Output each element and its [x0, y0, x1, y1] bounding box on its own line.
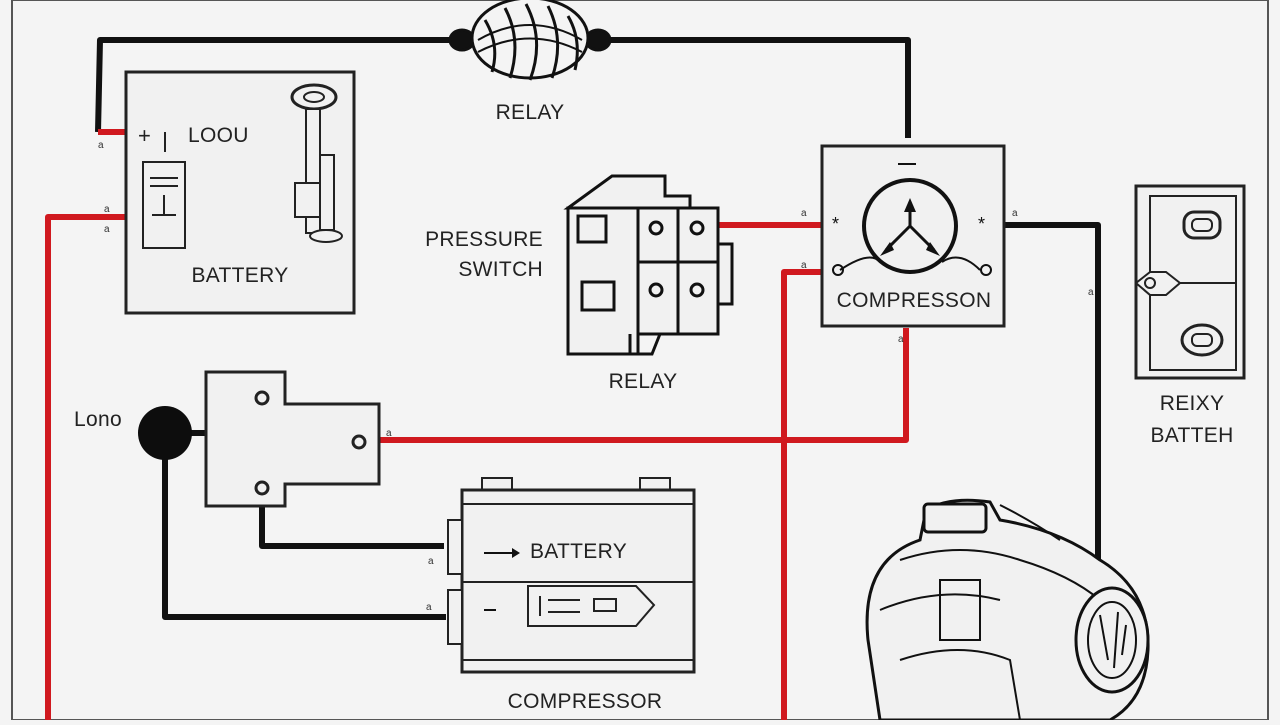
top-battery: + — [124, 70, 356, 315]
battery-bottom-label: BATTERY — [530, 540, 628, 563]
terminal-marks: aaa aaa aaa aa — [98, 140, 1094, 613]
compressor-box: * * — [820, 144, 1006, 328]
wire-compressor-down-rail — [781, 269, 822, 720]
battery-connector-icon — [527, 585, 656, 627]
svg-text:a: a — [1012, 208, 1018, 219]
terminal-icon-bottom — [1180, 323, 1224, 357]
battery-top-symbol-label: LOOU — [188, 124, 249, 147]
gauge-icon — [290, 83, 338, 111]
ground-wires — [95, 37, 1101, 620]
wire-load-to-battery-negative — [162, 450, 446, 620]
svg-text:a: a — [1088, 287, 1094, 298]
svg-text:a: a — [898, 334, 904, 345]
compressor-motor — [865, 498, 1150, 722]
wire-compressor-to-block — [380, 328, 909, 443]
compressor-symbol — [862, 178, 958, 274]
svg-text:a: a — [104, 204, 110, 215]
compressor-box-body — [820, 144, 1006, 328]
relay-middle-label: RELAY — [608, 370, 678, 393]
plus-symbol: + — [138, 123, 151, 148]
terminal-icon-top — [1182, 210, 1222, 240]
motor-face-icon — [1074, 586, 1150, 694]
relay-switch-label-line1: REIXY — [1159, 392, 1225, 415]
svg-text:*: * — [832, 214, 839, 234]
relay-top-face — [563, 174, 692, 210]
load-lamp-icon — [138, 406, 192, 460]
pressure-switch-label-line1: PRESSURE — [425, 228, 543, 251]
svg-text:a: a — [801, 208, 807, 219]
svg-text:a: a — [104, 224, 110, 235]
wire-top-relay-to-compressor — [600, 37, 911, 138]
relay-switch-right — [1134, 184, 1246, 380]
t-block — [204, 370, 381, 508]
svg-text:*: * — [978, 214, 985, 234]
pressure-switch-relay — [563, 174, 734, 356]
wire-battery-to-top-relay — [95, 37, 460, 133]
wire-battery-to-left-rail — [45, 214, 126, 720]
bottom-battery — [447, 477, 696, 674]
svg-text:a: a — [386, 428, 392, 439]
wire-compressor-to-motor — [1004, 222, 1101, 560]
svg-text:a: a — [801, 260, 807, 271]
svg-text:a: a — [98, 140, 104, 151]
pressure-switch-label-line2: SWITCH — [458, 258, 543, 281]
compressor-bottom-label: COMPRESSOR — [507, 690, 663, 713]
top-relay-coil — [448, 0, 612, 81]
wire-block-to-battery-positive — [259, 505, 444, 549]
load-label: Lono — [74, 408, 122, 431]
relay-switch-label-line2: BATTEH — [1150, 424, 1234, 447]
relay-top-label: RELAY — [495, 101, 565, 124]
power-wires — [45, 129, 909, 720]
battery-top-label: BATTERY — [191, 264, 289, 287]
svg-text:a: a — [428, 556, 434, 567]
svg-text:a: a — [426, 602, 432, 613]
compressor-box-label: COMPRESSON — [836, 289, 992, 312]
